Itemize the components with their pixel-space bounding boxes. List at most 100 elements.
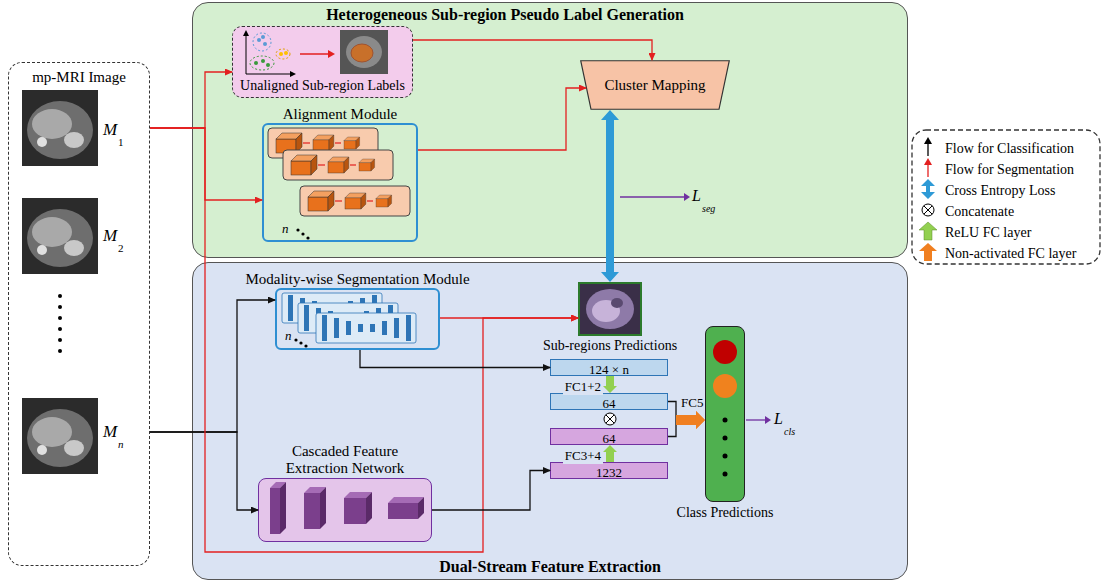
segmentation-networks (304, 344, 307, 347)
feature-vector: 64 (550, 428, 668, 445)
label-holder: n (282, 219, 289, 237)
node-text: Heterogeneous Sub-region Pseudo Label Ge… (326, 6, 684, 24)
legend-samples (924, 158, 932, 165)
text-holder: Cluster Mapping (580, 76, 730, 94)
block-arrow (603, 376, 617, 393)
pseudo-label-box: Unaligned Sub-region Labels (232, 26, 413, 98)
legend-holder: ReLU FC layer (945, 223, 1031, 241)
alignment-panels (296, 228, 299, 231)
subscript: 1 (118, 136, 124, 149)
trapezoid-outline (581, 61, 730, 110)
connector-line (150, 128, 262, 200)
connector-line (150, 432, 258, 510)
text-holder: Unaligned Sub-region Labels (233, 76, 412, 94)
legend-samples (919, 137, 937, 261)
feature-vector: 64 (550, 393, 668, 410)
input-panel: mp-MRI Image (8, 62, 150, 566)
connector (418, 88, 586, 150)
cnn-blocks (418, 497, 424, 519)
text-holder: 124 × n (551, 360, 667, 378)
legend-samples (924, 206, 932, 214)
cluster-plot (290, 71, 296, 77)
block-arrow (676, 411, 705, 429)
text-holder: Sub-regions Predictions (525, 336, 695, 354)
block-arrow (676, 411, 705, 429)
cluster-plot (346, 36, 382, 68)
label-holder: cls (784, 421, 795, 439)
ellipsis-dots (58, 349, 62, 353)
legend-samples (927, 142, 928, 156)
cluster-plot (261, 59, 265, 63)
connector (603, 376, 617, 393)
cnn-blocks (280, 482, 286, 534)
concatenate-symbol (604, 413, 616, 425)
module-box: Modality-wise Segmentation Module (275, 288, 440, 350)
text-holder: Class Predictions (655, 503, 795, 521)
mapping-trapezoid: Cluster Mapping (580, 60, 730, 110)
text-holder: 64 (551, 394, 667, 412)
class-circles (723, 454, 728, 459)
prediction-picture (586, 289, 634, 329)
stage-band: Dual-Stream Feature Extraction Modality-w… (192, 262, 908, 580)
connector (601, 110, 619, 282)
subscript: 2 (118, 242, 124, 255)
mri-images (22, 198, 98, 274)
connector-line (150, 128, 578, 552)
cluster-plot (300, 53, 329, 55)
cluster-plot (253, 33, 271, 51)
legend-frame (912, 130, 1100, 264)
cluster-plot (266, 63, 270, 67)
node-text: Dual-Stream Feature Extraction (439, 558, 661, 576)
class-circles (723, 418, 728, 423)
text-holder: mp-MRI Image (9, 68, 149, 86)
prediction-image: Sub-regions Predictions (578, 282, 642, 336)
cluster-plot (246, 34, 292, 74)
connector (668, 411, 705, 437)
class-circles (723, 436, 728, 441)
cluster-plot (261, 35, 265, 39)
connector (150, 128, 262, 200)
block-arrow (601, 110, 619, 282)
node-text: Unaligned Sub-region Labels (240, 78, 405, 94)
segmentation-networks (299, 341, 302, 344)
connector-line (668, 402, 676, 421)
connector (413, 40, 652, 60)
text-holder: 64 (551, 429, 667, 447)
mri-images (22, 398, 98, 474)
legend-holder: Cross Entropy Loss (945, 181, 1055, 199)
cnn-blocks (388, 503, 418, 519)
cnn-blocks (320, 487, 326, 529)
legend-samples (922, 204, 934, 216)
ellipsis-dots (58, 327, 62, 331)
cnn-blocks (388, 497, 424, 503)
loss-leader (684, 193, 690, 201)
cluster-plot (340, 30, 388, 74)
label-holder: L (774, 410, 783, 428)
cluster-plot (351, 44, 373, 62)
network-box: Cascaded Feature Extraction Network (258, 478, 432, 542)
connector-line (413, 40, 652, 60)
connector-line (418, 88, 586, 150)
label-holder: seg (702, 198, 715, 216)
count-label: n (285, 329, 292, 344)
count-label: n (282, 222, 289, 237)
mri-images (22, 90, 98, 474)
cnn-blocks (304, 493, 320, 529)
node-text: 64 (603, 432, 616, 447)
node-text: Cluster Mapping (604, 77, 705, 94)
text-holder: Dual-Stream Feature Extraction (193, 558, 907, 576)
class-circles (723, 472, 728, 477)
alignment-panels (300, 186, 410, 216)
loss-leader (765, 416, 771, 424)
legend-frame (912, 130, 1100, 264)
connector (150, 128, 578, 552)
modality-label: M (103, 120, 117, 140)
legend-samples (924, 137, 932, 144)
feature-vector: 1232 (550, 462, 668, 479)
label-holder: 2 (118, 238, 124, 256)
ellipsis-dots (58, 294, 62, 353)
alignment-panels (268, 128, 378, 158)
loss-leader (620, 196, 684, 197)
legend-holder: Non-activated FC layer (945, 244, 1076, 262)
text-holder: Modality-wise Segmentation Module (238, 270, 478, 288)
